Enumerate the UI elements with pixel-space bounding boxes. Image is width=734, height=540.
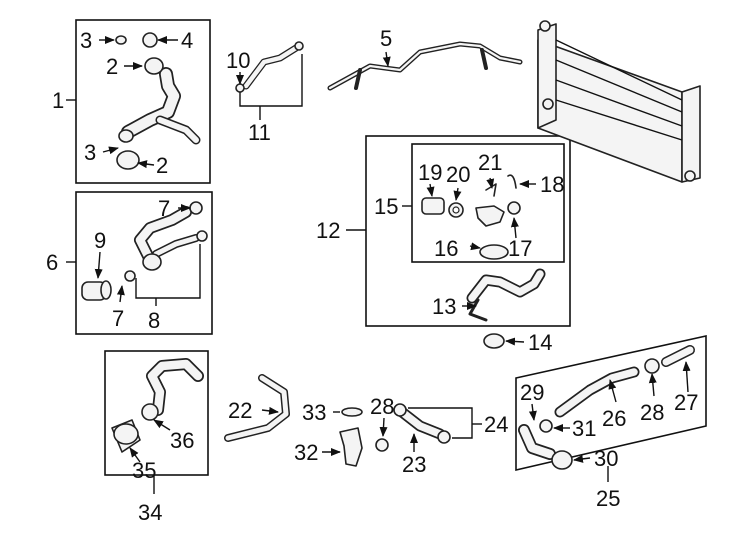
- callout-3b: 3: [84, 140, 96, 165]
- group-box-6: [75, 191, 213, 335]
- callout-labels: 1 3 4 2 3 2 10 11 5 6 7 9 7 8 12 15 19 2…: [46, 26, 698, 525]
- hose-assembly-6: [81, 201, 208, 301]
- callout-29: 29: [520, 380, 544, 405]
- parts-23-33: [339, 403, 451, 467]
- callout-21: 21: [478, 150, 502, 175]
- callout-2a: 2: [106, 54, 118, 79]
- callout-28a: 28: [370, 394, 394, 419]
- callout-14: 14: [528, 330, 552, 355]
- callout-6: 6: [46, 250, 58, 275]
- callout-35: 35: [132, 458, 156, 483]
- callout-25: 25: [596, 486, 620, 511]
- callout-30: 30: [594, 446, 618, 471]
- callout-2b: 2: [156, 153, 168, 178]
- callout-22: 22: [228, 398, 252, 423]
- callout-20: 20: [446, 162, 470, 187]
- group-box-34: [104, 350, 209, 476]
- callout-7a: 7: [158, 196, 170, 221]
- callout-36: 36: [170, 428, 194, 453]
- callout-16: 16: [434, 236, 458, 261]
- callout-27: 27: [674, 390, 698, 415]
- callout-8: 8: [148, 308, 160, 333]
- callout-9: 9: [94, 228, 106, 253]
- pipe-22: [224, 374, 290, 442]
- callout-32: 32: [294, 440, 318, 465]
- callout-4: 4: [181, 28, 193, 53]
- connector-parts-15: [421, 174, 521, 260]
- coolant-line-5: [327, 41, 523, 91]
- callout-23: 23: [402, 452, 426, 477]
- leader-lines: [66, 36, 691, 494]
- callout-33: 33: [302, 400, 326, 425]
- callout-28b: 28: [640, 400, 664, 425]
- callout-7b: 7: [112, 306, 124, 331]
- callout-10: 10: [226, 48, 250, 73]
- callout-18: 18: [540, 172, 564, 197]
- hose-assembly-25: [518, 345, 695, 470]
- callout-19: 19: [418, 160, 442, 185]
- hose-10: [235, 41, 304, 93]
- callout-13: 13: [432, 294, 456, 319]
- callout-12: 12: [316, 218, 340, 243]
- callout-34: 34: [138, 500, 162, 525]
- callout-24: 24: [484, 412, 508, 437]
- hose-assembly-34: [111, 358, 204, 453]
- callout-15: 15: [374, 194, 398, 219]
- radiator: [537, 20, 701, 183]
- group-box-12: [365, 135, 571, 327]
- callout-1: 1: [52, 88, 64, 113]
- callout-17: 17: [508, 236, 532, 261]
- callout-3a: 3: [80, 28, 92, 53]
- group-box-1: [75, 19, 211, 184]
- callout-11: 11: [248, 120, 271, 145]
- callout-31: 31: [572, 416, 596, 441]
- hose-assembly-1: [115, 32, 201, 170]
- callout-5: 5: [380, 26, 392, 51]
- callout-26: 26: [602, 406, 626, 431]
- group-box-15: [411, 143, 565, 263]
- group-box-25: [515, 335, 707, 472]
